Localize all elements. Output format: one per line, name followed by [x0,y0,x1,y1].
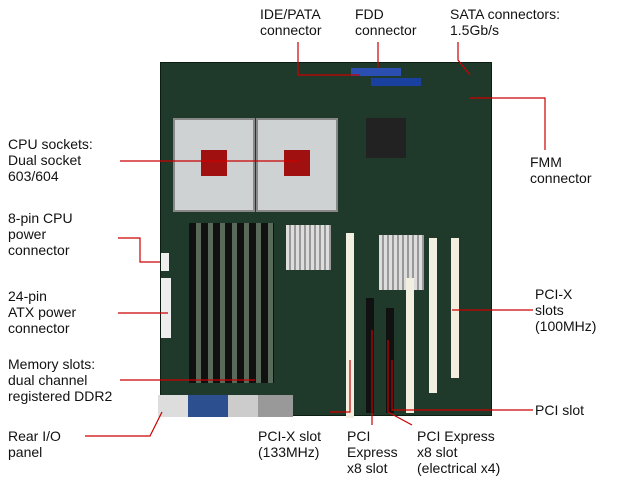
pcie-slot-x4 [386,308,394,413]
motherboard-photo [160,62,492,418]
cpu-socket-1 [173,118,255,212]
leader-fmm [470,97,546,150]
heatsink-2 [379,235,424,290]
heatsink [286,225,331,270]
leader-rear-io [85,411,163,437]
label-sata: SATA connectors:1.5Gb/s [450,6,560,38]
fdd-connector [351,68,401,76]
leader-ide [297,42,360,76]
ide-connector [371,78,421,86]
pcie-slot-x8 [366,298,374,413]
rear-io-ports [158,395,293,417]
chip-north [366,118,406,158]
leader-pcix133 [330,360,351,413]
leader-pci [391,360,533,411]
leader-pcie4 [387,340,413,426]
label-pci: PCI slot [535,402,585,418]
cpu-power-connector [161,253,169,271]
pcix-slot-100b [451,238,459,378]
atx-power-connector [161,278,171,338]
pcix-slot-133 [346,233,354,418]
leader-cpu-power [118,237,160,263]
pci-slot [406,278,414,413]
pcix-slot-100a [429,238,437,393]
cpu-socket-2 [256,118,338,212]
label-pcix133: PCI-X slot(133MHz) [258,428,322,460]
leader-sata [457,42,471,76]
memory-slots [189,223,274,383]
